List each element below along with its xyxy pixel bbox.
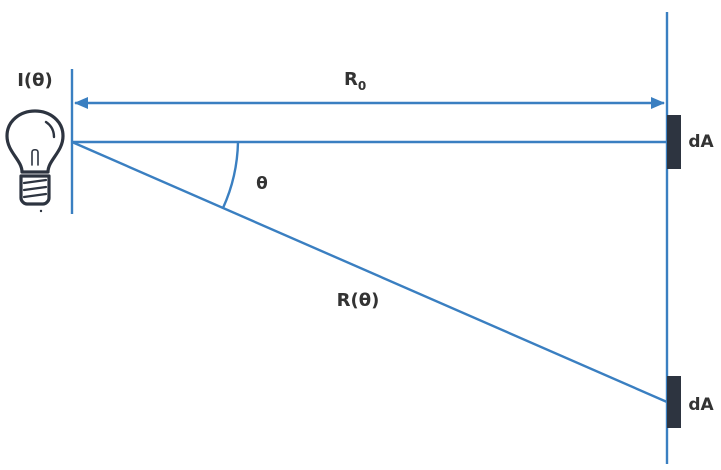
light-bulb-icon — [5, 109, 65, 213]
distance-angled-label: R(θ) — [337, 290, 380, 311]
intensity-label: I(θ) — [17, 70, 53, 91]
angle-arc — [221, 141, 240, 209]
detector-area-bottom — [667, 376, 681, 428]
angled-ray-line — [71, 140, 668, 404]
detector-area-top — [667, 115, 681, 169]
distance-r0-label: R0 — [344, 69, 366, 93]
area-bottom-label: dA — [688, 395, 714, 415]
area-top-label: dA — [688, 132, 714, 152]
angle-label: θ — [256, 174, 268, 194]
